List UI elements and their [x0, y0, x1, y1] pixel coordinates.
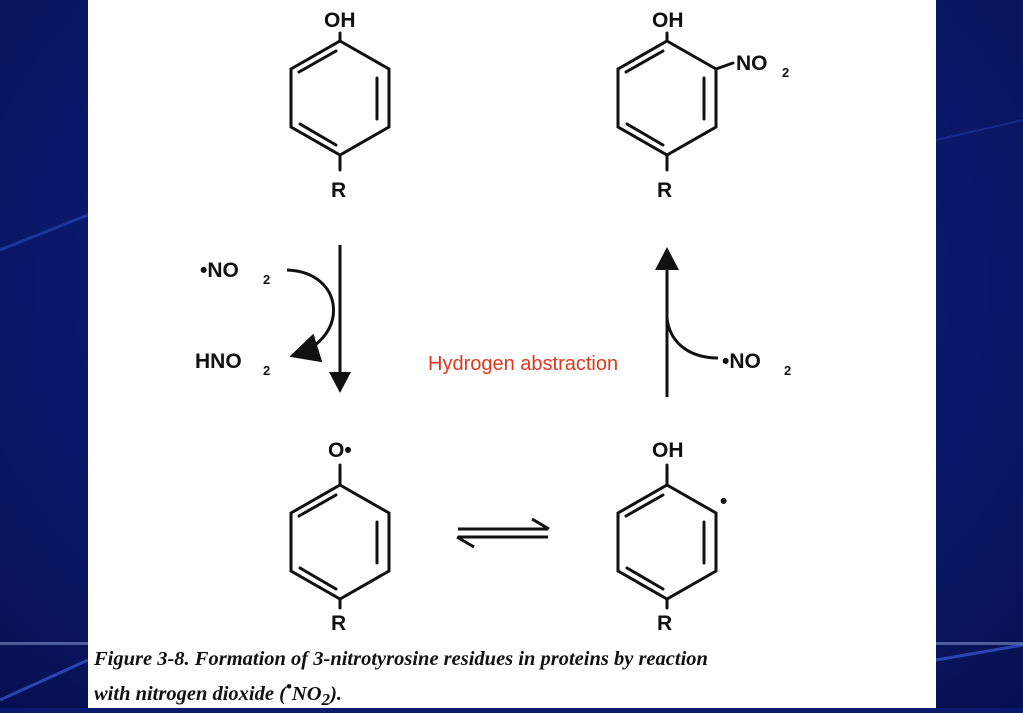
caption-line-2-end: ). [330, 682, 343, 705]
reagent-in-label: •NO [722, 350, 761, 373]
molecule-bottom-left: O• R [289, 439, 391, 635]
reagent-in-subscript: 2 [263, 272, 270, 287]
curved-reagent-arrow [286, 268, 335, 363]
reagent-out-subscript: 2 [263, 363, 270, 378]
r-group-label: R [657, 612, 672, 635]
figure-panel [88, 0, 936, 708]
r-group-label: R [331, 179, 346, 202]
benzene-ring [289, 39, 391, 157]
curved-reagent-arrow [665, 317, 719, 360]
benzene-ring [616, 39, 718, 157]
benzene-ring [616, 483, 718, 601]
caption-formula-subscript: 2 [321, 689, 331, 709]
caption-formula: NO [291, 682, 322, 705]
figure-caption: Figure 3-8. Formation of 3-nitrotyrosine… [94, 646, 934, 713]
oh-group-label: OH [324, 9, 356, 32]
reagent-in-subscript: 2 [784, 363, 791, 378]
benzene-ring [289, 483, 391, 601]
molecule-top-left: OH R [289, 9, 391, 202]
caption-line-2-text: with nitrogen dioxide ( [94, 682, 286, 705]
reagent-in-label: •NO [200, 259, 239, 282]
oh-group-label: OH [652, 9, 684, 32]
caption-line-2: with nitrogen dioxide (•NO2). [94, 673, 934, 713]
molecule-bottom-right: OH • R [616, 439, 727, 635]
reagent-out-label: HNO [195, 350, 242, 373]
no2-subscript: 2 [782, 65, 789, 80]
no2-group-label: NO [736, 52, 768, 75]
molecule-top-right: OH NO 2 R [616, 9, 789, 202]
arrowhead-down [329, 372, 351, 393]
o-radical-label: O• [328, 439, 352, 462]
right-reaction-arrow: •NO 2 [655, 247, 791, 397]
oh-group-label: OH [652, 439, 684, 462]
r-group-label: R [657, 179, 672, 202]
caption-radical-dot: • [285, 677, 292, 696]
arrowhead-up [655, 247, 679, 270]
caption-line-1: Figure 3-8. Formation of 3-nitrotyrosine… [94, 648, 708, 670]
hydrogen-abstraction-label: Hydrogen abstraction [428, 353, 619, 375]
r-group-label: R [331, 612, 346, 635]
radical-dot: • [720, 490, 727, 513]
left-reaction-arrow: •NO 2 HNO 2 [195, 245, 351, 393]
equilibrium-arrows [456, 517, 550, 549]
